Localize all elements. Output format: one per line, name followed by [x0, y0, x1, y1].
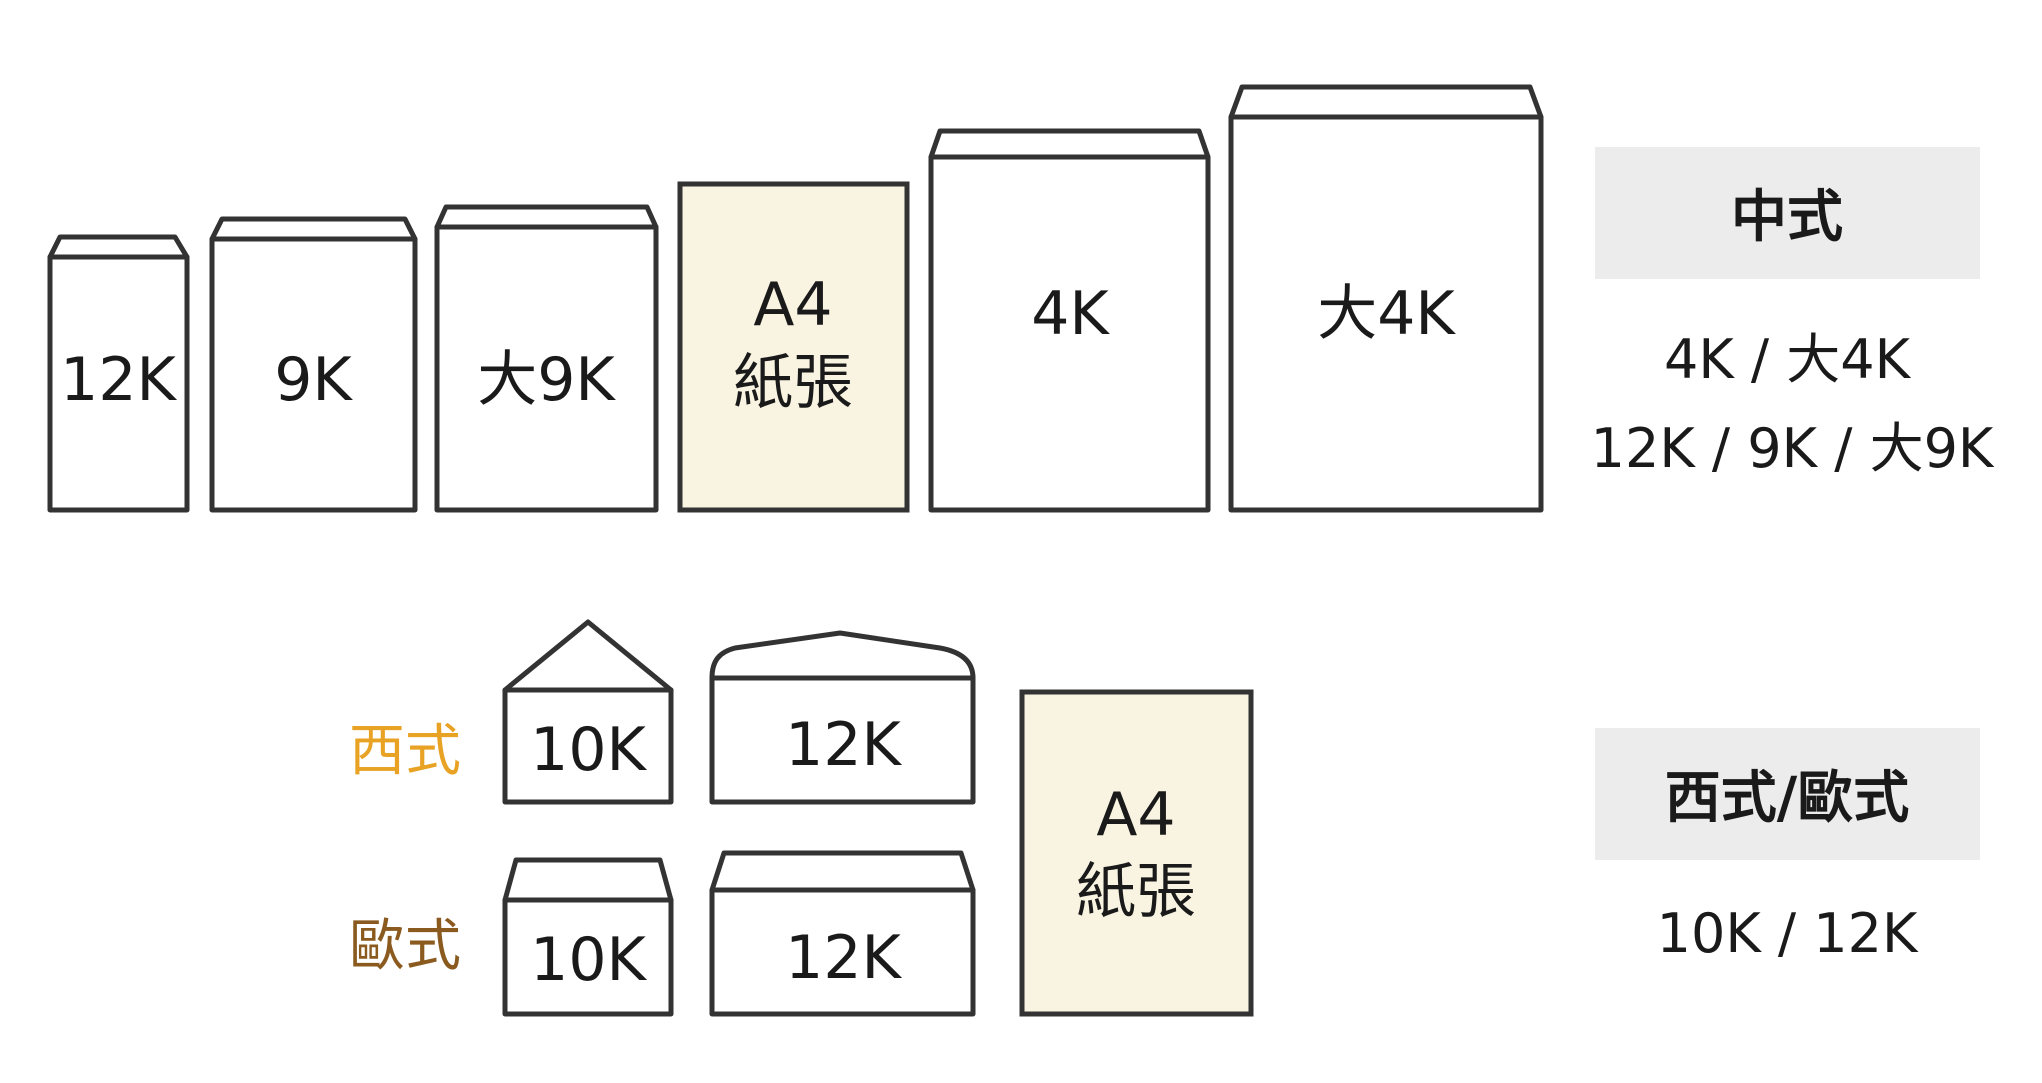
a4-paper-top: A4 紙張: [677, 181, 910, 513]
envelope-big-9k-label: 大9K: [477, 345, 616, 415]
western-european-section: 西式 歐式 10K 12K 10K 12K A4: [349, 619, 1254, 1017]
chinese-panel-line1: 4K / 大4K: [1664, 328, 1912, 391]
western-european-panel: 西式/歐式 10K / 12K: [1595, 728, 1980, 965]
a4-paper-bottom-line2: 紙張: [1076, 857, 1196, 927]
western-10k-label: 10K: [530, 715, 647, 785]
western-panel-header: [1595, 728, 1980, 860]
envelope-9k-label: 9K: [274, 345, 353, 415]
chinese-style-panel: 中式 4K / 大4K 12K / 9K / 大9K: [1591, 147, 1995, 480]
envelope-4k-label: 4K: [1031, 279, 1110, 349]
european-envelope-10k: 10K: [502, 857, 674, 1017]
a4-paper-bottom: A4 紙張: [1019, 689, 1254, 1017]
european-12k-label: 12K: [785, 923, 902, 993]
western-envelope-12k: 12K: [709, 630, 976, 805]
envelope-big-4k-label: 大4K: [1317, 279, 1456, 349]
european-row-label: 歐式: [349, 914, 461, 979]
envelope-12k: 12K: [47, 234, 190, 513]
envelope-big-9k: 大9K: [434, 204, 659, 513]
european-10k-label: 10K: [530, 925, 647, 995]
european-envelope-12k: 12K: [709, 850, 976, 1017]
a4-paper-top-line2: 紙張: [733, 348, 853, 418]
western-panel-title: 西式/歐式: [1665, 766, 1909, 831]
chinese-panel-line2: 12K / 9K / 大9K: [1591, 417, 1995, 480]
envelope-big-4k: 大4K: [1228, 84, 1544, 513]
a4-paper-bottom-line1: A4: [1096, 780, 1175, 850]
western-12k-label: 12K: [785, 710, 902, 780]
western-row-label: 西式: [349, 719, 461, 784]
western-panel-line1: 10K / 12K: [1657, 902, 1919, 965]
envelope-9k: 9K: [209, 216, 418, 513]
chinese-panel-header: [1595, 147, 1980, 279]
chinese-envelope-row: 12K 9K 大9K A4 紙張 4K 大: [47, 84, 1544, 513]
western-envelope-10k: 10K: [502, 619, 674, 805]
chinese-panel-title: 中式: [1731, 185, 1843, 250]
envelope-12k-label: 12K: [60, 345, 177, 415]
a4-paper-top-line1: A4: [753, 270, 832, 340]
envelope-4k: 4K: [928, 128, 1211, 513]
